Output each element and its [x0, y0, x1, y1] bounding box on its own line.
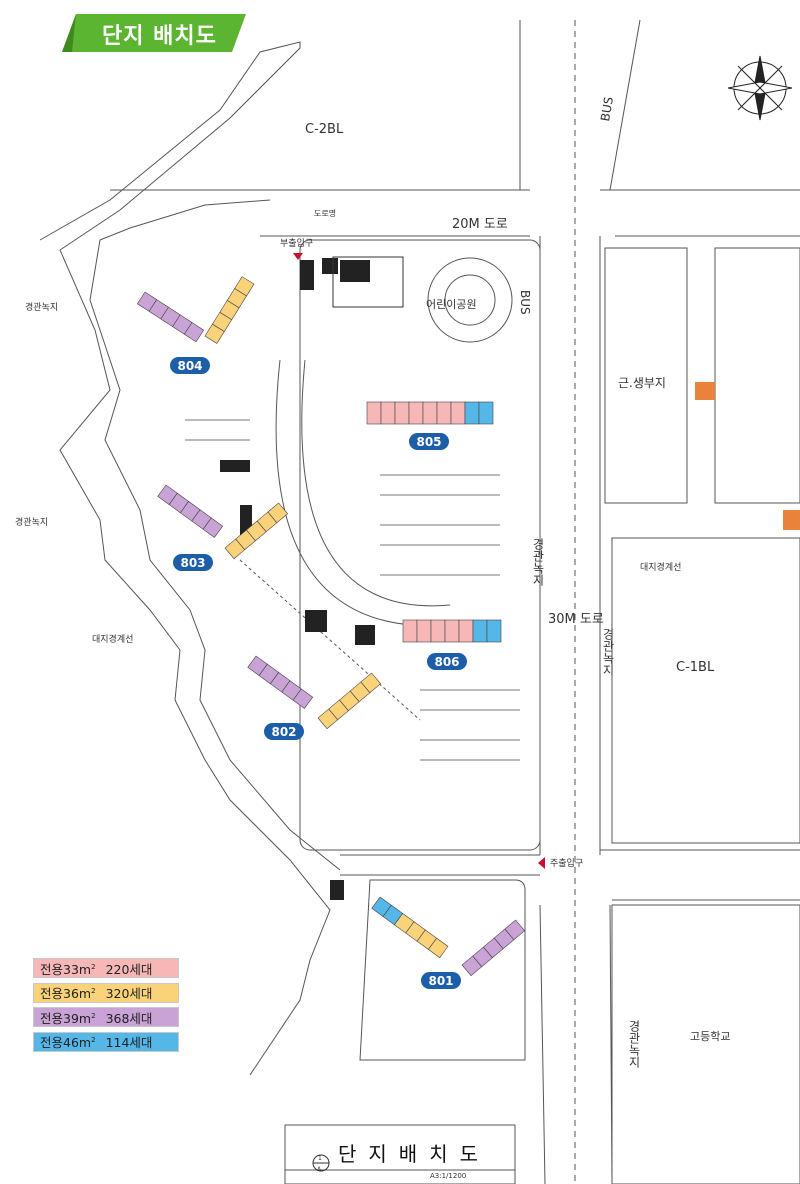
sheet-index: 1: [318, 1155, 322, 1162]
legend-type-33: 전용33m: [40, 961, 92, 977]
left-boundary-2: [89, 199, 341, 871]
legend-item-39: 전용39m2 368세대: [33, 1007, 179, 1027]
unit-type-legend: 전용33m2 220세대 전용36m2 320세대 전용39m2 368세대 전…: [33, 958, 179, 1056]
site-boundary-label-right: 대지경계선: [640, 563, 682, 573]
site-central-outline: [299, 239, 541, 851]
landscape-green-label-5: 경관녹지: [627, 1020, 641, 1068]
page-title: 단지 배치도: [102, 24, 217, 49]
sheet-scale: A3:1/1200: [430, 1172, 467, 1180]
building-badge-804: 804: [170, 357, 210, 374]
legend-count-39: 368세대: [105, 1010, 153, 1026]
landscape-green-label-4: 경관녹지: [601, 628, 615, 676]
sub-entrance-label: 부출입구: [280, 239, 314, 249]
north-compass-icon: [727, 55, 793, 121]
legend-type-36: 전용36m: [40, 986, 92, 1001]
landscape-green-label-1: 경관녹지: [25, 303, 59, 313]
road-sign-label: 도로명: [314, 209, 337, 218]
legend-count-33: 220세대: [105, 961, 153, 977]
road-label-20m: 20M 도로: [452, 217, 508, 232]
building-badge-801: 801: [421, 972, 461, 989]
legend-type-46: 전용46m: [40, 1035, 92, 1050]
block-label-east: C-1BL: [676, 660, 715, 675]
sub-entrance-arrow-icon: [293, 253, 303, 260]
sheet-number: A: [317, 1166, 322, 1173]
road-30m-east: [599, 19, 641, 1184]
legend-count-36: 320세대: [105, 986, 153, 1001]
building-badge-806: 806: [427, 653, 467, 670]
bus-label-side: BUS: [518, 290, 532, 315]
block-label-north: C-2BL: [305, 122, 344, 137]
sheet-title: 단지배치도: [338, 1142, 490, 1166]
park-label: 어린이공원: [426, 298, 477, 311]
legend-item-36: 전용36m2 320세대: [33, 982, 179, 1003]
high-school-label: 고등학교: [690, 1030, 731, 1043]
building-badge-802: 802: [264, 723, 304, 740]
landscape-green-label-2: 경관녹지: [15, 518, 49, 528]
legend-count-46: 114세대: [105, 1035, 153, 1050]
building-badge-805: 805: [409, 433, 449, 450]
landscape-green-label-3: 경관녹지: [531, 538, 545, 586]
building-badge-803: 803: [173, 554, 213, 571]
title-banner-shape: [62, 14, 246, 52]
main-entrance-arrow-icon: [538, 857, 545, 869]
site-boundary-label-left: 대지경계선: [92, 635, 134, 645]
legend-item-46: 전용46m2 114세대: [33, 1031, 179, 1052]
title-banner: 단지 배치도: [62, 14, 246, 52]
main-entrance-label: 주출입구: [550, 859, 584, 869]
road-label-30m: 30M 도로: [548, 612, 604, 627]
legend-item-33: 전용33m2 220세대: [33, 958, 179, 978]
neighborhood-facility-label: 근.생부지: [618, 376, 666, 390]
left-boundary: [39, 41, 331, 1076]
road-30m-west: [519, 20, 546, 1184]
legend-type-39: 전용39m: [40, 1010, 92, 1026]
